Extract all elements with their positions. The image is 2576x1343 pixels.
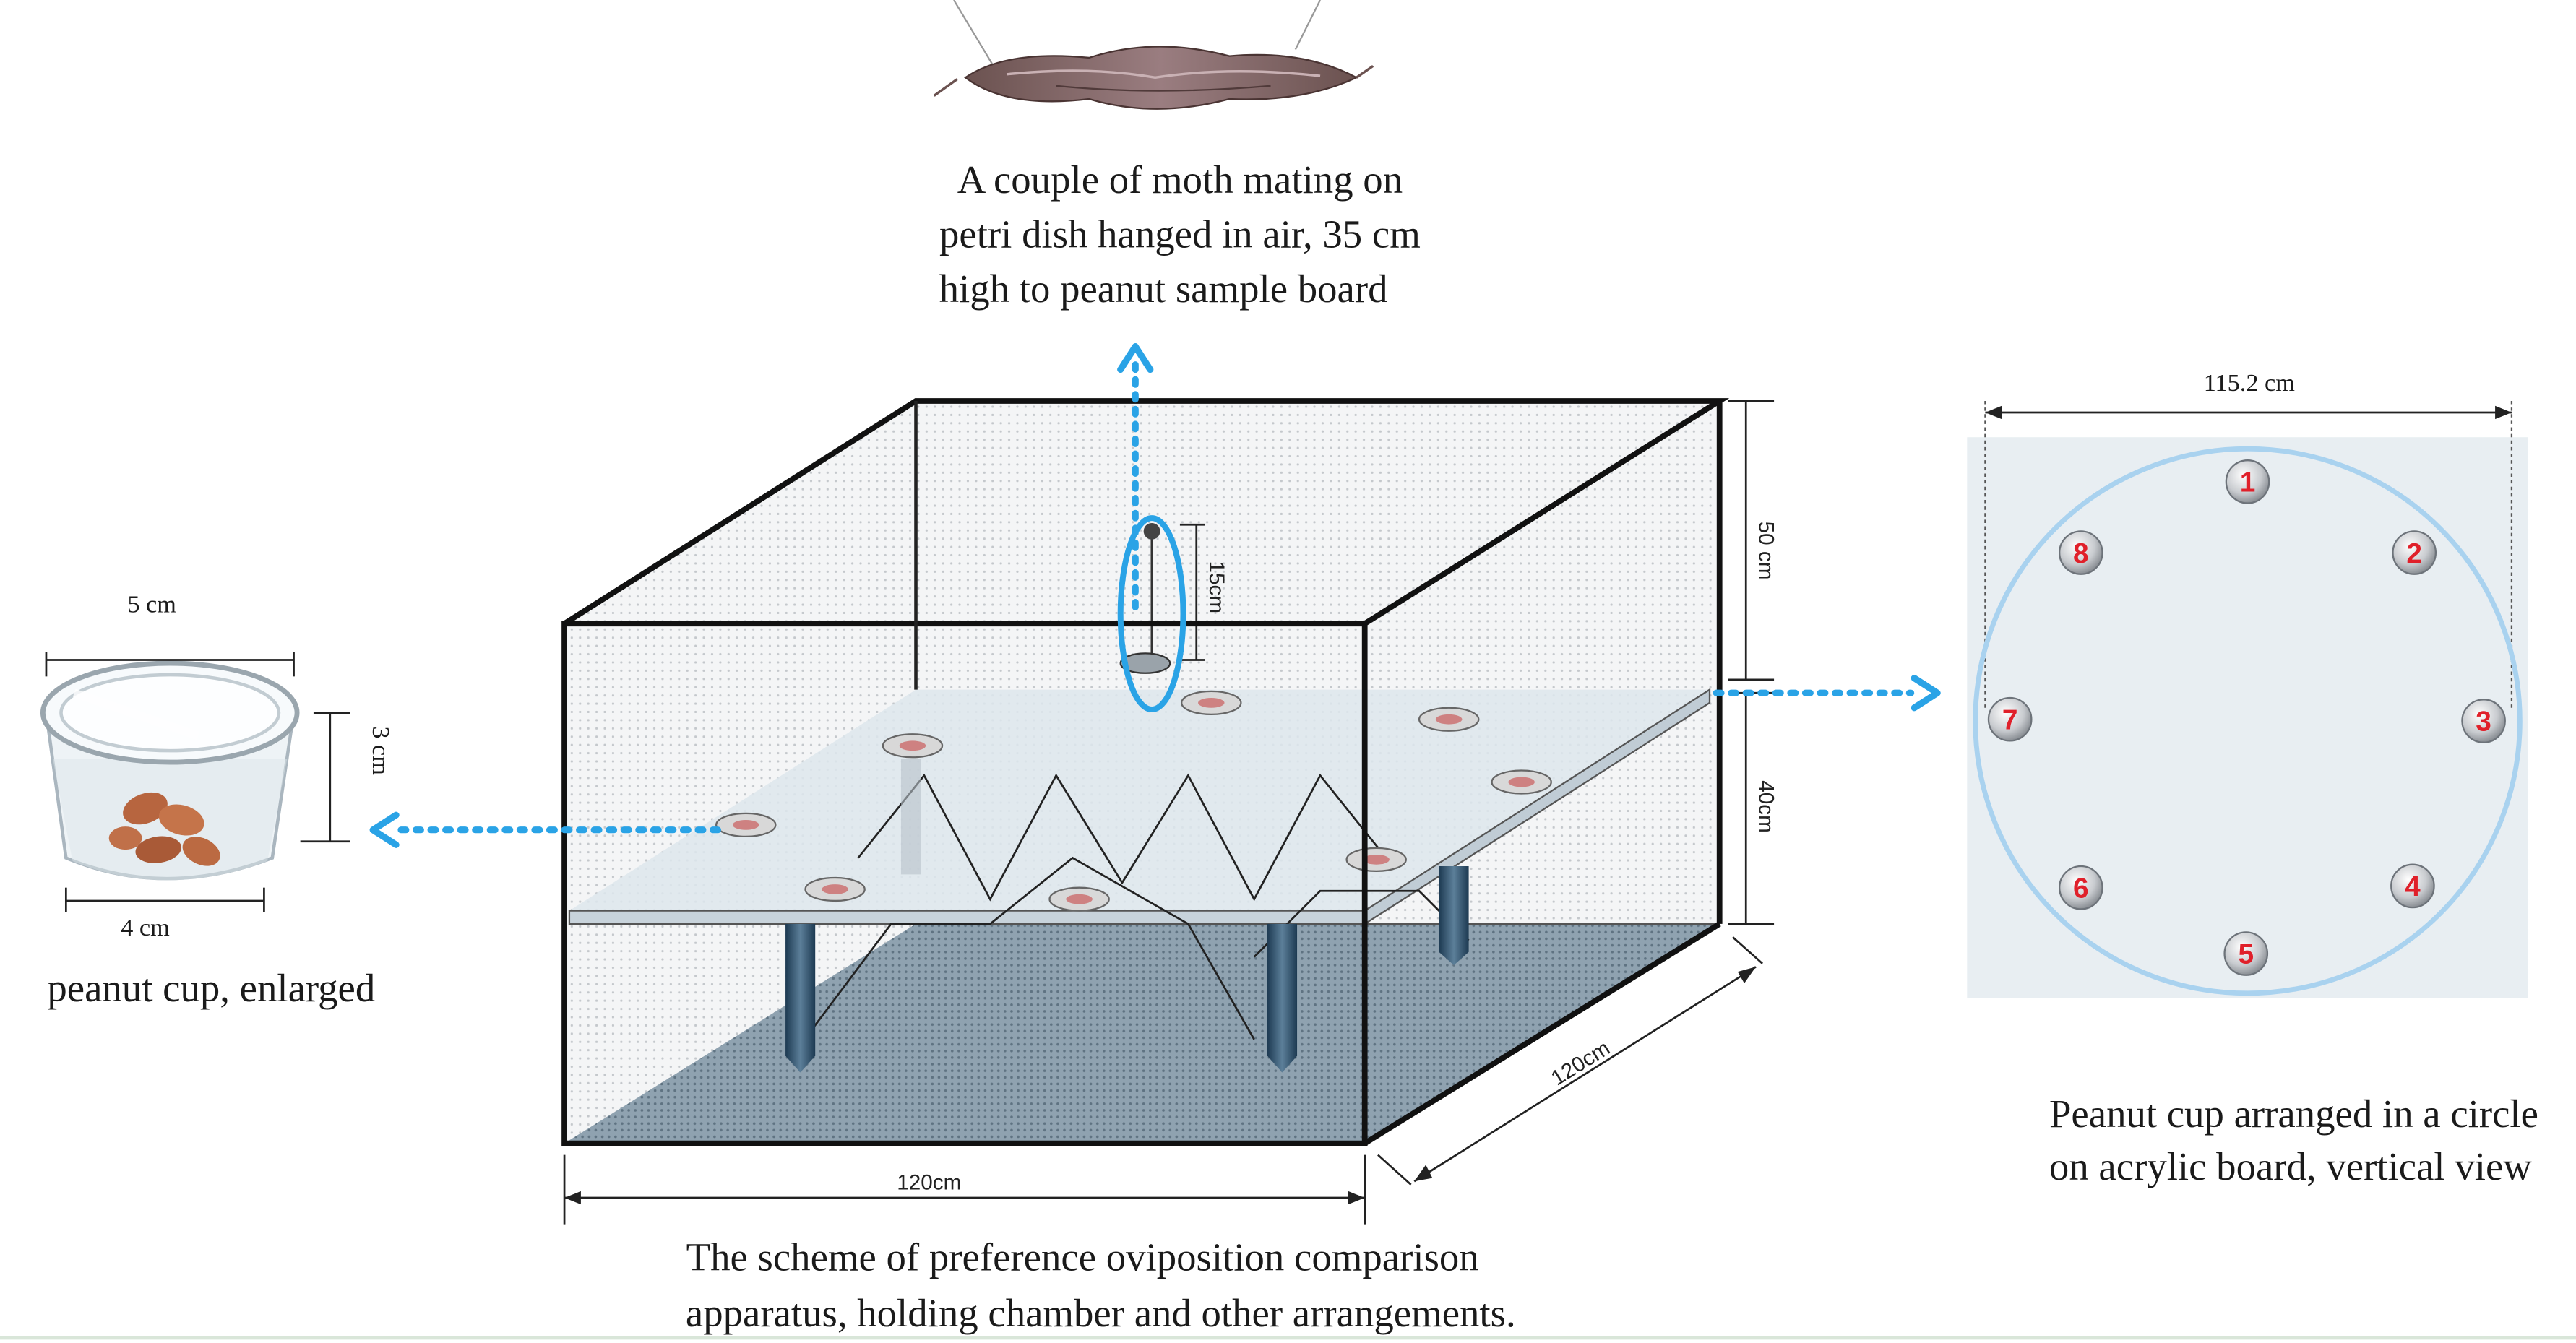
peanuts bbox=[108, 792, 220, 866]
acrylic-board bbox=[569, 689, 1710, 911]
arrow-to-moth-head bbox=[1117, 343, 1154, 373]
circle-caption-line2: on acrylic board, vertical view bbox=[2049, 1144, 2532, 1188]
depth-dimension: 120cm bbox=[1547, 1036, 1614, 1090]
svg-text:8: 8 bbox=[2073, 538, 2089, 569]
circle-width-dimension: 115.2 cm bbox=[2204, 369, 2296, 397]
svg-text:1: 1 bbox=[2240, 467, 2256, 498]
cup-height-dimension: 3 cm bbox=[367, 726, 395, 775]
width-dimension: 120cm bbox=[897, 1171, 961, 1195]
peanut-cup bbox=[40, 660, 300, 881]
moth-caption-line3: high to peanut sample board bbox=[939, 267, 1388, 311]
upper-height-dimension: 50 cm bbox=[1754, 522, 1778, 580]
arrow-to-circle-head bbox=[1911, 675, 1941, 712]
board-leg bbox=[1439, 865, 1469, 966]
chamber-floor bbox=[564, 923, 1720, 1144]
svg-text:5: 5 bbox=[2238, 939, 2254, 970]
cup-position-5: 5 bbox=[2223, 931, 2269, 976]
circle-panel bbox=[1967, 400, 2528, 998]
board-cups bbox=[715, 690, 1552, 912]
moth-caption-line1: A couple of moth mating on bbox=[957, 157, 1403, 202]
highlight-ellipse bbox=[1117, 515, 1186, 713]
svg-text:3: 3 bbox=[2476, 707, 2491, 738]
cup-position-7: 7 bbox=[1987, 696, 2033, 742]
svg-text:4: 4 bbox=[2405, 871, 2421, 902]
svg-text:2: 2 bbox=[2406, 538, 2422, 569]
cup-position-4: 4 bbox=[2390, 863, 2435, 909]
board-leg bbox=[1267, 923, 1298, 1073]
scheme-caption-line2: apparatus, holding chamber and other arr… bbox=[686, 1291, 1516, 1335]
holding-chamber: 15cm 50 cm 40cm 120cm 120cm bbox=[561, 398, 1778, 1225]
svg-text:6: 6 bbox=[2073, 873, 2089, 904]
cup-position-6: 6 bbox=[2059, 865, 2103, 910]
circle-caption-line1: Peanut cup arranged in a circle bbox=[2049, 1092, 2538, 1136]
moth-photo bbox=[933, 0, 1374, 110]
board-leg bbox=[900, 759, 921, 875]
circle-cups: 1 2 3 4 5 6 7 8 bbox=[1987, 459, 2506, 976]
cup-ring bbox=[1973, 446, 2523, 996]
cup-position-8: 8 bbox=[2059, 530, 2103, 575]
cup-position-2: 2 bbox=[2392, 530, 2437, 575]
lower-height-dimension: 40cm bbox=[1754, 780, 1778, 833]
hanging-petri-dish bbox=[1119, 652, 1171, 674]
cup-caption: peanut cup, enlarged bbox=[47, 966, 375, 1010]
cup-bottom-dimension: 4 cm bbox=[121, 914, 170, 941]
cup-position-3: 3 bbox=[2461, 699, 2506, 743]
cup-position-1: 1 bbox=[2225, 459, 2270, 504]
hanging-moth-dot bbox=[1143, 522, 1160, 540]
svg-text:7: 7 bbox=[2002, 704, 2018, 735]
moth-caption-line2: petri dish hanged in air, 35 cm bbox=[939, 212, 1421, 256]
hang-dimension: 15cm bbox=[1205, 561, 1228, 613]
scheme-caption-line1: The scheme of preference oviposition com… bbox=[686, 1235, 1479, 1279]
board-leg bbox=[785, 923, 816, 1073]
arrow-to-cup-head bbox=[369, 811, 400, 848]
cup-top-dimension: 5 cm bbox=[127, 590, 176, 618]
